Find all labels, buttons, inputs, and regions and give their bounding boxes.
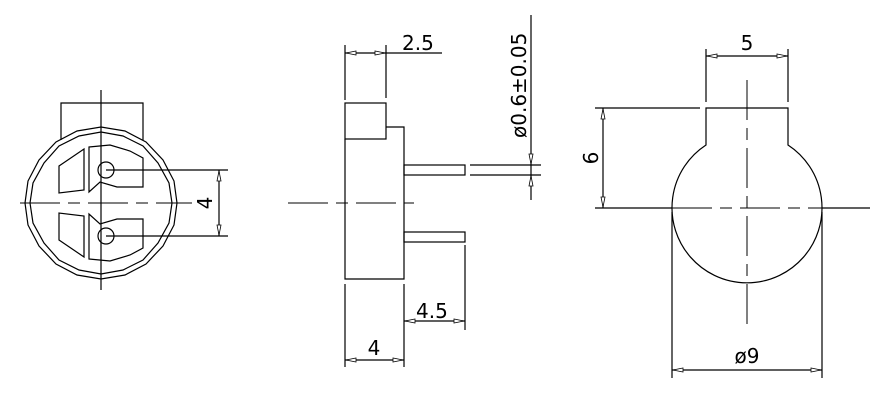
pin-lower xyxy=(403,231,466,243)
pad-upper-right xyxy=(88,144,144,194)
tab-outline xyxy=(60,102,144,140)
hatched-pads xyxy=(58,144,144,262)
dim-text-body-height: 4 xyxy=(368,336,381,360)
pin-upper xyxy=(403,164,466,176)
dim-text-pin-spacing: 4 xyxy=(193,197,217,210)
side-view: 2.5 ø0.6±0.05 4.5 4 xyxy=(288,15,541,367)
pad-upper-left xyxy=(58,147,85,194)
dim-text-pin-length: 4.5 xyxy=(416,299,448,323)
dim-text-tab-width: 5 xyxy=(741,31,754,55)
pad-lower-left xyxy=(58,212,85,259)
dim-text-body-diameter: ø9 xyxy=(735,344,760,368)
dim-text-tab-depth: 2.5 xyxy=(402,31,434,55)
body-outline-top xyxy=(671,107,823,284)
body-outline xyxy=(344,126,405,280)
dim-text-pin-diameter: ø0.6±0.05 xyxy=(507,33,531,138)
tab-block xyxy=(344,102,387,140)
top-view: 5 6 ø9 xyxy=(579,31,870,378)
dim-text-tab-offset: 6 xyxy=(579,152,603,165)
pad-lower-right xyxy=(88,212,144,262)
front-view: 4 xyxy=(20,90,228,290)
